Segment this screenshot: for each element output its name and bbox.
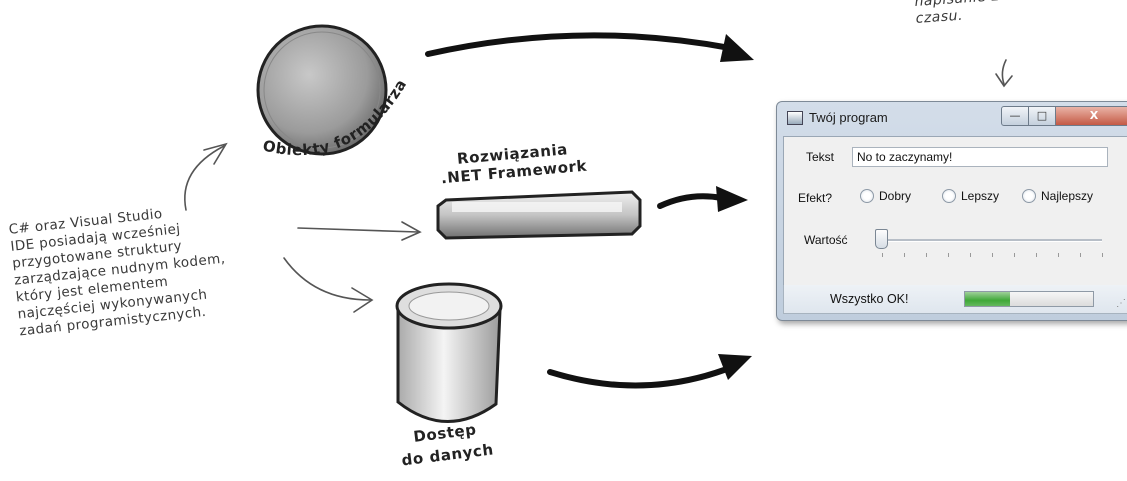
arrow-forms-to-window [425, 32, 754, 62]
radio-dobry-label: Dobry [879, 189, 912, 203]
progress-fill [965, 292, 1010, 306]
status-text: Wszystko OK! [830, 292, 909, 306]
pointer-to-window [995, 59, 1013, 88]
slider-tick [1058, 253, 1059, 257]
window-client-area: Tekst Efekt? Dobry Lepszy Najlepszy Wart… [783, 136, 1127, 286]
slider-tick [882, 253, 883, 257]
status-bar: Wszystko OK! ⋰ [783, 285, 1127, 314]
slider-tick [1080, 253, 1081, 257]
slider-tick [1102, 253, 1103, 257]
effect-label: Efekt? [798, 191, 833, 205]
minimize-button[interactable]: — [1001, 106, 1029, 126]
slider-tick [948, 253, 949, 257]
close-button[interactable]: X [1055, 106, 1127, 126]
window-caption-buttons: — □ X [1001, 106, 1127, 128]
text-input[interactable] [852, 147, 1108, 167]
radio-circle-icon[interactable] [942, 189, 956, 203]
slider-tick [1036, 253, 1037, 257]
window-title: Twój program [809, 110, 888, 125]
pointer-to-net [297, 221, 422, 241]
arrow-data-to-window [547, 354, 752, 389]
program-window: Twój program — □ X Tekst Efekt? Dobry Le… [776, 101, 1127, 321]
value-slider-track[interactable] [882, 239, 1102, 242]
radio-najlepszy[interactable]: Najlepszy [1022, 189, 1093, 203]
value-label: Wartość [804, 233, 848, 247]
text-label: Tekst [806, 150, 835, 164]
radio-lepszy-label: Lepszy [961, 189, 1000, 203]
slider-tick [992, 253, 993, 257]
arrow-net-to-window [657, 186, 748, 212]
window-titlebar[interactable]: Twój program — □ X [777, 102, 1127, 132]
pointer-to-forms [184, 142, 228, 211]
app-window-icon [787, 111, 803, 125]
progress-bar [964, 291, 1094, 307]
radio-dobry[interactable]: Dobry [860, 189, 911, 203]
data-access-cylinder [395, 282, 503, 423]
slider-tick [904, 253, 905, 257]
resize-grip-icon[interactable]: ⋰ [1116, 298, 1126, 309]
net-framework-bar [436, 190, 642, 240]
slider-ticks [882, 253, 1103, 258]
slider-tick [970, 253, 971, 257]
radio-circle-icon[interactable] [860, 189, 874, 203]
radio-lepszy[interactable]: Lepszy [942, 189, 999, 203]
slider-tick [926, 253, 927, 257]
radio-circle-icon[interactable] [1022, 189, 1036, 203]
pointer-to-data [283, 257, 374, 313]
maximize-button[interactable]: □ [1028, 106, 1056, 126]
form-objects-sphere [256, 24, 388, 156]
value-slider-thumb[interactable] [875, 229, 888, 249]
slider-tick [1014, 253, 1015, 257]
radio-najlepszy-label: Najlepszy [1041, 189, 1094, 203]
